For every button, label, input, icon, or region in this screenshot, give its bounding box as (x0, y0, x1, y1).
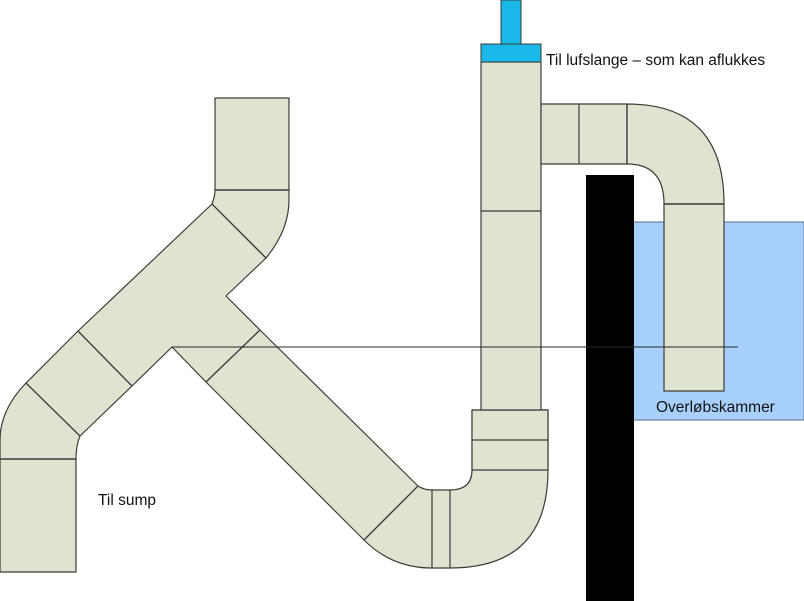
long-diagonal-pipe (205, 329, 419, 541)
top-left-pipe (214, 97, 290, 191)
divider-wall (586, 175, 634, 601)
overflow-elbow (626, 103, 725, 205)
label-overflow-chamber: Overløbskammer (656, 399, 775, 416)
label-air-hose: Til lufslange – som kan aflukkes (546, 52, 766, 69)
top-left-elbow (211, 189, 290, 259)
label-to-sump: Til sump (98, 492, 156, 509)
overflow-horizontal-pipe (540, 103, 628, 165)
air-cap-base (480, 43, 542, 63)
overflow-downpipe (663, 203, 725, 392)
main-riser-pipe (480, 61, 542, 411)
air-cap-top (500, 0, 522, 45)
sump-pipe-bottom (0, 458, 77, 573)
